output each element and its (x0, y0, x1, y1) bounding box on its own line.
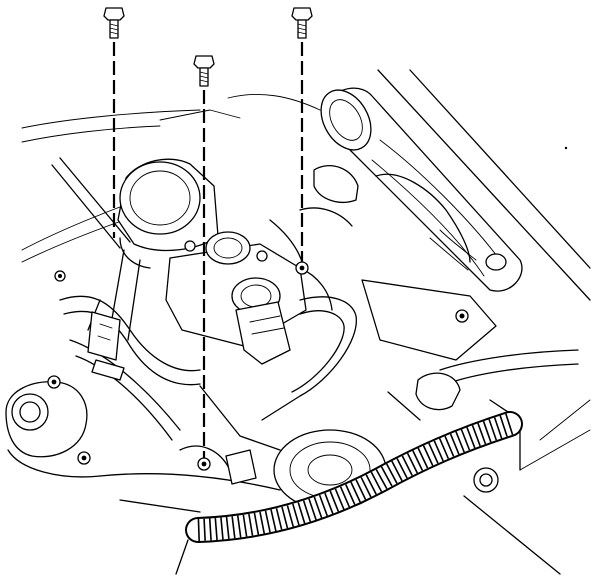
fender-nut (463, 467, 561, 575)
background-panel-lines (21, 93, 321, 263)
tube-bundle (59, 295, 357, 451)
bolt-icon (291, 7, 313, 39)
bolt-left (103, 7, 125, 238)
strut-mount (5, 270, 101, 478)
air-cleaner-housing (299, 87, 523, 292)
bolt-icon (193, 55, 215, 87)
bolt-center (193, 55, 215, 471)
fender-edges (377, 69, 591, 471)
speck (564, 146, 568, 150)
left-cylinder-head (109, 158, 219, 341)
intake-manifold (165, 219, 333, 365)
harness-conduit (175, 411, 523, 575)
bolt-right (291, 7, 313, 275)
bolt-icon (103, 7, 125, 39)
